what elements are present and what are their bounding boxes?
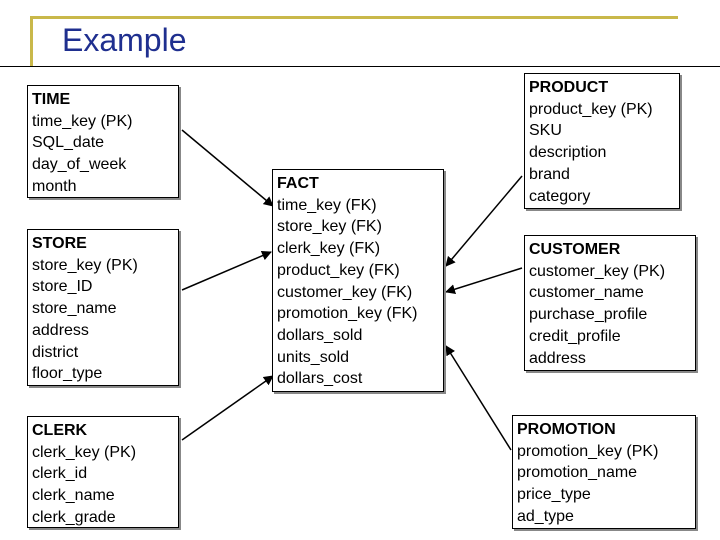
table-fact-header: FACT bbox=[277, 175, 319, 192]
table-fact-field: dollars_sold bbox=[277, 326, 363, 344]
table-store-field: address bbox=[32, 321, 89, 339]
table-fact-field: store_key (FK) bbox=[277, 218, 382, 236]
table-time-header: TIME bbox=[32, 91, 71, 108]
table-customer-header: CUSTOMER bbox=[529, 241, 621, 258]
table-product-field: category bbox=[529, 187, 591, 205]
table-store-field: district bbox=[32, 343, 79, 361]
table-fact-field: dollars_cost bbox=[277, 370, 363, 388]
table-clerk-field: clerk_key (PK) bbox=[32, 443, 137, 461]
table-store-field: floor_type bbox=[32, 365, 103, 383]
table-time-field: day_of_week bbox=[32, 156, 127, 174]
arrow-customer-to-fact bbox=[445, 267, 523, 295]
table-customer-field: customer_key (PK) bbox=[529, 262, 666, 280]
table-clerk-field: clerk_name bbox=[32, 487, 115, 505]
table-promotion-field: price_type bbox=[517, 486, 591, 504]
arrow-clerk-to-fact bbox=[181, 375, 274, 441]
table-fact-field: time_key (FK) bbox=[277, 196, 377, 214]
table-product: PRODUCT product_key (PK) SKU description… bbox=[524, 73, 680, 209]
table-product-field: SKU bbox=[529, 122, 562, 140]
table-fact-field: clerk_key (FK) bbox=[277, 240, 381, 258]
title-frame-left-bar bbox=[30, 16, 33, 66]
table-store-field: store_ID bbox=[32, 278, 93, 296]
arrow-promotion-to-fact bbox=[445, 345, 512, 451]
table-time-field: month bbox=[32, 177, 77, 195]
title-divider bbox=[0, 66, 720, 67]
table-fact-field: customer_key (FK) bbox=[277, 283, 413, 301]
table-fact-field: promotion_key (FK) bbox=[277, 305, 418, 323]
table-store-field: store_key (PK) bbox=[32, 256, 138, 274]
table-customer-field: purchase_profile bbox=[529, 306, 648, 324]
table-customer: CUSTOMER customer_key (PK) customer_name… bbox=[524, 235, 696, 371]
table-clerk-header: CLERK bbox=[32, 422, 88, 439]
table-customer-field: credit_profile bbox=[529, 327, 621, 345]
table-store: STORE store_key (PK) store_ID store_name… bbox=[27, 229, 179, 386]
table-promotion: PROMOTION promotion_key (PK) promotion_n… bbox=[512, 415, 696, 529]
table-time-field: SQL_date bbox=[32, 134, 105, 152]
table-fact-field: product_key (FK) bbox=[277, 261, 400, 279]
table-store-field: store_name bbox=[32, 300, 117, 318]
table-promotion-field: ad_type bbox=[517, 507, 574, 525]
table-fact-field: units_sold bbox=[277, 348, 350, 366]
table-store-header: STORE bbox=[32, 235, 87, 252]
table-time-field: time_key (PK) bbox=[32, 112, 133, 130]
title-frame bbox=[30, 16, 678, 69]
table-clerk-field: clerk_grade bbox=[32, 508, 116, 526]
table-product-header: PRODUCT bbox=[529, 79, 609, 96]
arrow-product-to-fact bbox=[445, 175, 523, 267]
table-promotion-field: promotion_key (PK) bbox=[517, 442, 659, 460]
arrow-store-to-fact bbox=[181, 250, 272, 291]
table-product-field: description bbox=[529, 144, 607, 162]
table-promotion-header: PROMOTION bbox=[517, 421, 616, 438]
table-promotion-field: promotion_name bbox=[517, 464, 638, 482]
table-product-field: brand bbox=[529, 165, 570, 183]
table-fact: FACT time_key (FK) store_key (FK) clerk_… bbox=[272, 169, 444, 392]
table-customer-field: address bbox=[529, 349, 586, 367]
table-clerk-field: clerk_id bbox=[32, 465, 88, 483]
arrow-time-to-fact bbox=[181, 129, 274, 207]
table-customer-field: customer_name bbox=[529, 284, 644, 302]
slide-title: Example bbox=[62, 22, 187, 58]
table-product-field: product_key (PK) bbox=[529, 100, 653, 118]
table-clerk: CLERK clerk_key (PK) clerk_id clerk_name… bbox=[27, 416, 179, 528]
table-time: TIME time_key (PK) SQL_date day_of_week … bbox=[27, 85, 179, 198]
